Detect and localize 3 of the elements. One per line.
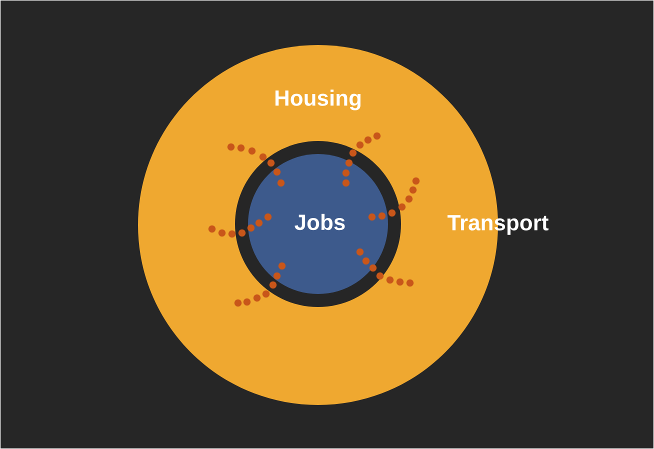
circle-label: Housing <box>275 90 361 110</box>
inner-circle <box>248 154 388 294</box>
circle-label: Jobs <box>294 214 345 230</box>
